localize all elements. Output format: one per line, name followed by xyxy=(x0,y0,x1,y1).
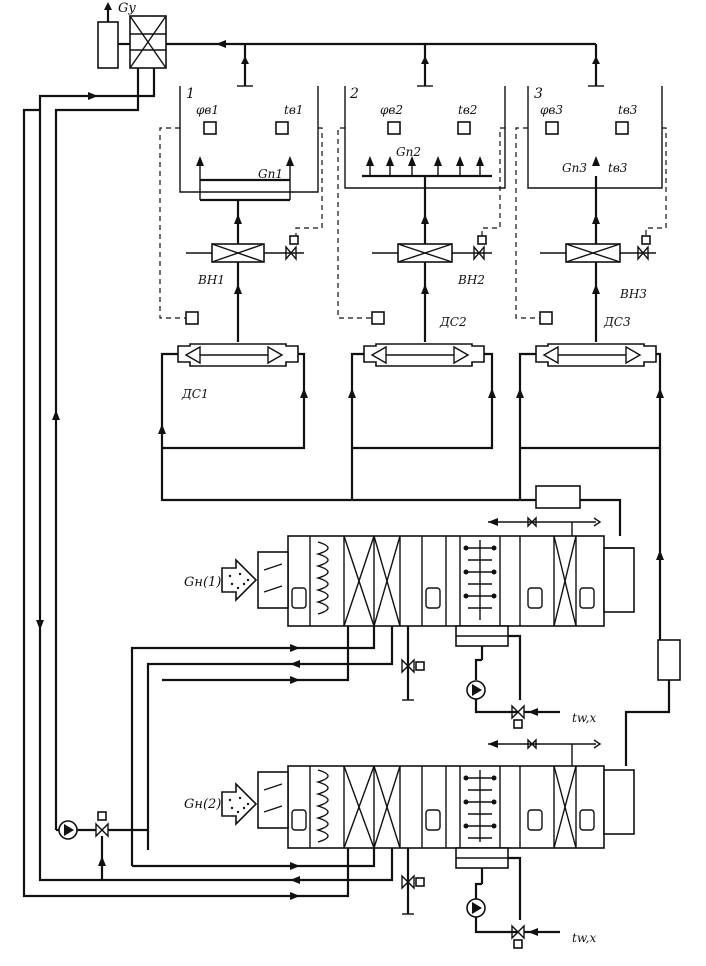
ds2-label: ДС2 xyxy=(439,315,467,329)
twx-1-label: tw,x xyxy=(572,711,596,725)
t-3-flow-label: tв3 xyxy=(608,161,628,175)
gp-2-label: Gп2 xyxy=(396,145,421,159)
room-1: 1 φв1 tв1 Gп1 xyxy=(179,86,319,193)
vn1-label: ВН1 xyxy=(197,273,225,287)
vn2-label: ВН2 xyxy=(457,273,485,287)
t-3-label: tв3 xyxy=(618,103,638,117)
gp-3-label: Gп3 xyxy=(562,161,587,175)
gn2-label: Gн(2) xyxy=(184,797,221,812)
gn2-intake-arrow xyxy=(221,782,258,826)
vn3-label: ВН3 xyxy=(619,287,647,301)
temp-sensor-2 xyxy=(457,121,471,135)
room-2: 2 φв2 tв2 Gп2 xyxy=(344,86,506,189)
gp-1-label: Gп1 xyxy=(258,167,283,181)
humidity-sensor-3 xyxy=(545,121,559,135)
room-3: 3 φв3 tв3 Gп3 tв3 xyxy=(527,86,663,189)
temp-sensor-3 xyxy=(615,121,629,135)
ahu1-fan xyxy=(603,547,635,613)
exhaust-fan-box xyxy=(97,21,119,69)
gn1-label: Gн(1) xyxy=(184,575,221,590)
ds3-label: ДС3 xyxy=(603,315,631,329)
humidity-sensor-2 xyxy=(387,121,401,135)
phi-1-label: φв1 xyxy=(196,103,219,117)
air-handling-unit-2 xyxy=(257,738,635,849)
phi-3-label: φв3 xyxy=(540,103,563,117)
phi-2-label: φв2 xyxy=(380,103,403,117)
t-1-label: tв1 xyxy=(284,103,303,117)
room-2-number: 2 xyxy=(349,86,359,102)
room-3-number: 3 xyxy=(534,86,543,102)
supply-control-box-1 xyxy=(535,485,581,509)
ahu2-damper xyxy=(257,771,289,829)
gn1-intake-arrow xyxy=(221,558,258,602)
ds1-label: ДС1 xyxy=(181,387,209,401)
gy-label: Gу xyxy=(118,1,136,16)
temp-sensor-1 xyxy=(275,121,289,135)
exhaust-unit: Gу xyxy=(97,1,167,69)
humidity-sensor-1 xyxy=(203,121,217,135)
t-2-label: tв2 xyxy=(458,103,477,117)
ahu1-damper xyxy=(257,551,289,609)
room-1-number: 1 xyxy=(186,86,195,102)
ds-mixers: ДС1 ДС2 ДС3 xyxy=(177,315,657,401)
twx-2-label: tw,x xyxy=(572,931,596,945)
air-handling-unit-1 xyxy=(257,516,635,627)
supply-control-box-2 xyxy=(657,639,681,681)
ahu2-fan xyxy=(603,769,635,835)
vn-heaters: ВН1 ВН2 ВН3 xyxy=(186,176,656,301)
